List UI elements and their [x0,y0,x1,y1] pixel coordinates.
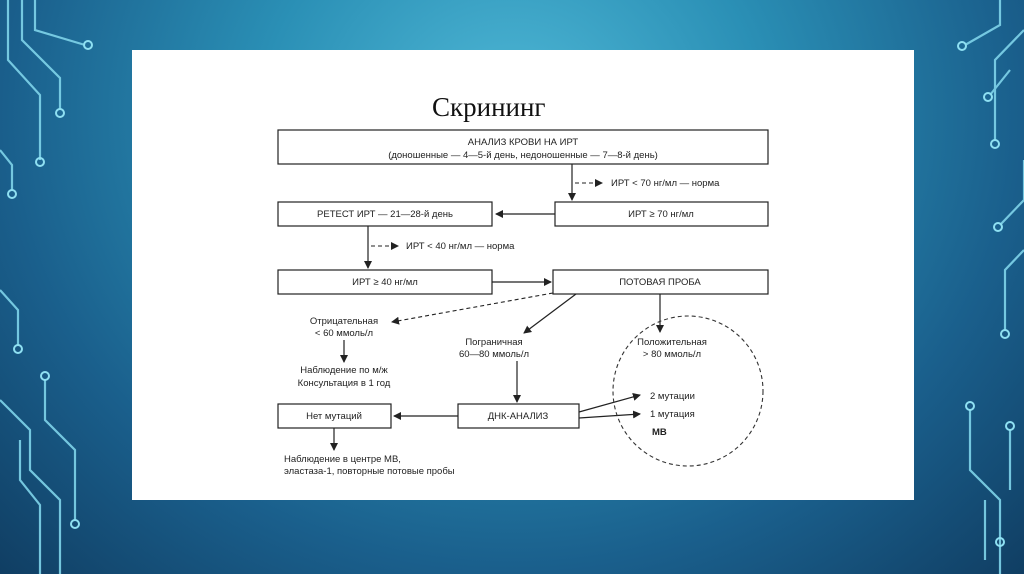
irt-ge-40-box [277,269,493,295]
screening-flowchart: Скрининг АНАЛИЗ КРОВИ НА ИРТ (доношенные… [277,92,769,477]
negative-value: < 60 ммоль/л [315,328,373,339]
irt-ge-40-label: ИРТ ≥ 40 нг/мл [352,277,418,288]
positive-dashed-circle [612,315,764,467]
observation-label: Наблюдение по м/ж [300,365,388,376]
one-mutation-label: 1 мутация [650,409,695,420]
dna-analysis-label: ДНК-АНАЛИЗ [488,411,549,422]
two-mutations-label: 2 мутации [650,391,695,402]
borderline-value: 60—80 ммоль/л [459,349,529,360]
sweat-test-box [552,269,769,295]
retest-box [277,201,493,227]
arrow-dna-to-two-mutations [578,393,641,413]
positive-label: Положительная [637,337,707,348]
borderline-label: Пограничная [465,337,522,348]
positive-value: > 80 ммоль/л [643,349,701,360]
irt-ge-70-label: ИРТ ≥ 70 нг/мл [628,209,694,220]
observation-sublabel: Консультация в 1 год [298,378,391,389]
dashed-arrow-to-negative [391,292,554,325]
dna-analysis-box [457,403,580,429]
blood-test-box [277,129,769,165]
arrow-to-borderline [523,293,577,334]
blood-test-sublabel: (доношенные — 4—5-й день, недоношенные —… [388,150,658,161]
arrow-dna-to-one-mutation [578,410,641,419]
blood-test-label: АНАЛИЗ КРОВИ НА ИРТ [468,137,579,148]
irt-norm-70-label: ИРТ < 70 нг/мл — норма [611,178,720,189]
no-mutations-box [277,403,392,429]
no-mutations-label: Нет мутаций [306,411,362,422]
slide-content: Скрининг АНАЛИЗ КРОВИ НА ИРТ (доношенные… [132,50,914,500]
sweat-test-label: ПОТОВАЯ ПРОБА [619,277,701,288]
cf-label: МВ [652,427,667,438]
irt-ge-70-box [554,201,769,227]
center-sublabel: эластаза-1, повторные потовые пробы [284,466,455,477]
retest-label: РЕТЕСТ ИРТ — 21—28-й день [317,209,453,220]
center-label: Наблюдение в центре МВ, [284,454,401,465]
page-title: Скрининг [432,92,546,122]
negative-label: Отрицательная [310,316,378,327]
irt-norm-40-label: ИРТ < 40 нг/мл — норма [406,241,515,252]
